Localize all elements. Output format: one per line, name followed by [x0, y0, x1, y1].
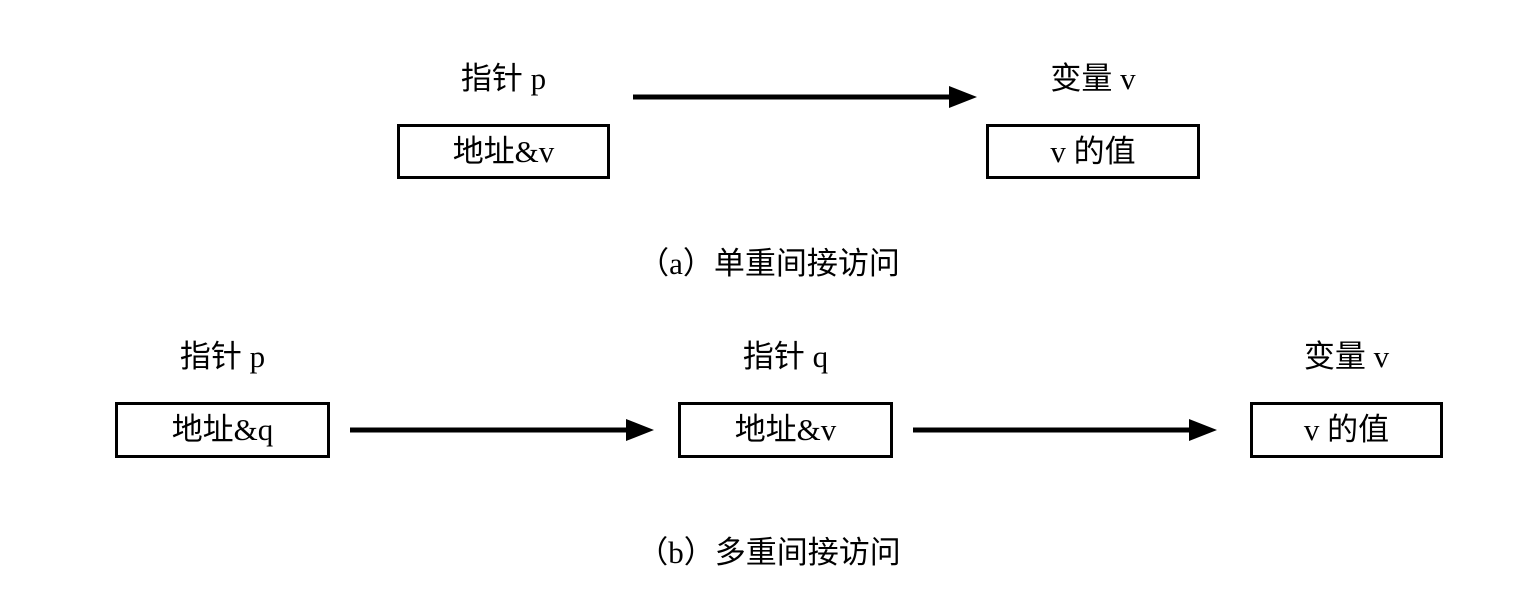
box-text-b-pointer-p: 地址&q	[171, 412, 274, 447]
node-label-b-pointer-q: 指针 q	[742, 339, 829, 374]
node-label-a-pointer-p: 指针 p	[460, 61, 547, 96]
box-text-a-pointer-p: 地址&v	[452, 133, 555, 169]
caption-panel-a: （a）单重间接访问	[638, 246, 900, 281]
box-text-a-variable-v: v 的值	[1050, 133, 1136, 169]
arrow-b-p-to-q	[350, 417, 654, 443]
node-label-b-pointer-p: 指针 p	[179, 339, 266, 374]
caption-panel-b: （b）多重间接访问	[637, 535, 901, 570]
node-label-a-variable-v: 变量 v	[1050, 61, 1136, 96]
arrow-b-q-to-v	[913, 417, 1217, 443]
box-text-b-variable-v: v 的值	[1303, 412, 1390, 447]
box-a-variable-v: v 的值	[986, 124, 1200, 179]
box-b-variable-v: v 的值	[1250, 402, 1443, 458]
box-a-pointer-p: 地址&v	[397, 124, 610, 179]
box-text-b-pointer-q: 地址&v	[734, 412, 837, 447]
box-b-pointer-p: 地址&q	[115, 402, 330, 458]
box-b-pointer-q: 地址&v	[678, 402, 893, 458]
node-label-b-variable-v: 变量 v	[1303, 339, 1390, 374]
arrow-a-p-to-v	[633, 84, 977, 110]
